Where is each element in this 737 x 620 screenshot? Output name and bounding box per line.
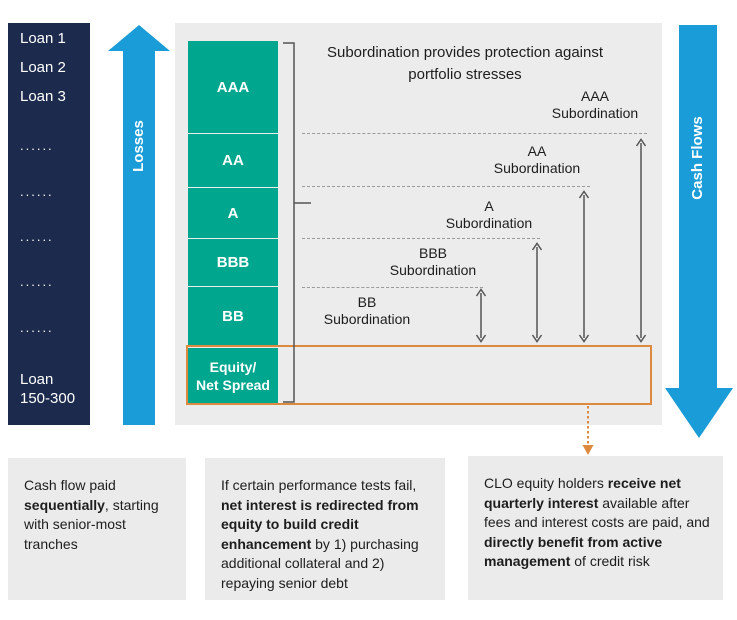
dashed-line-a bbox=[302, 238, 540, 239]
subordination-label-bb: BB Subordination bbox=[323, 294, 411, 327]
subordination-label-a: A Subordination bbox=[445, 198, 533, 231]
equity-highlight-box bbox=[186, 345, 652, 405]
loan-item: Loan 1 bbox=[20, 30, 66, 47]
dashed-line-aa bbox=[302, 186, 590, 187]
double-arrow-shape bbox=[635, 138, 647, 343]
loan-item: Loan 3 bbox=[20, 88, 66, 105]
subordination-label-aaa: AAA Subordination bbox=[551, 88, 639, 121]
cash-flows-arrow bbox=[665, 25, 733, 438]
tranche-aa: AA bbox=[188, 134, 278, 187]
down-arrow-shape bbox=[665, 25, 733, 438]
loan-ellipsis: ...... bbox=[20, 138, 54, 153]
subordination-label-bbb: BBB Subordination bbox=[389, 245, 477, 278]
losses-arrow-label: Losses bbox=[130, 120, 147, 172]
tranche-a: A bbox=[188, 188, 278, 238]
cash-flows-arrow-label: Cash Flows bbox=[689, 116, 706, 200]
tranche-bracket bbox=[280, 40, 314, 406]
tranche-aaa: AAA bbox=[188, 41, 278, 133]
dashed-line-aaa bbox=[302, 133, 647, 134]
subordination-label-aa: AA Subordination bbox=[493, 143, 581, 176]
loan-item: Loan 2 bbox=[20, 59, 66, 76]
callout-sequential-cash-flow: Cash flow paid sequentially, starting wi… bbox=[8, 458, 186, 600]
subordination-arrow-bbb bbox=[530, 242, 544, 348]
double-arrow-shape bbox=[531, 242, 543, 343]
tranche-equity: Equity/ Net Spread bbox=[188, 348, 278, 403]
loan-ellipsis: ...... bbox=[20, 184, 54, 199]
tranche-bb: BB bbox=[188, 287, 278, 345]
diagram-title: Subordination provides protection agains… bbox=[326, 44, 603, 83]
double-arrow-shape bbox=[578, 190, 590, 343]
subordination-arrow-bb bbox=[474, 288, 488, 348]
subordination-arrow-a bbox=[577, 190, 591, 348]
subordination-arrow-aaa bbox=[634, 138, 648, 348]
loan-ellipsis: ...... bbox=[20, 320, 54, 335]
dotted-arrow-shape bbox=[582, 406, 594, 455]
loan-item: Loan 150-300 bbox=[20, 371, 76, 407]
callout-performance-tests: If certain performance tests fail, net i… bbox=[205, 458, 445, 600]
double-arrow-shape bbox=[475, 288, 487, 343]
up-arrow-shape bbox=[108, 25, 170, 425]
loan-ellipsis: ...... bbox=[20, 229, 54, 244]
tranche-bbb: BBB bbox=[188, 239, 278, 286]
dashed-line-bbb bbox=[302, 287, 483, 288]
bracket-shape bbox=[283, 42, 311, 403]
equity-connector-arrow bbox=[581, 406, 595, 461]
loan-ellipsis: ...... bbox=[20, 274, 54, 289]
loans-panel: Loan 1 Loan 2 Loan 3 ...... ...... .....… bbox=[8, 23, 90, 425]
losses-arrow bbox=[108, 25, 170, 425]
callout-equity-holders: CLO equity holders receive net quarterly… bbox=[468, 456, 723, 600]
